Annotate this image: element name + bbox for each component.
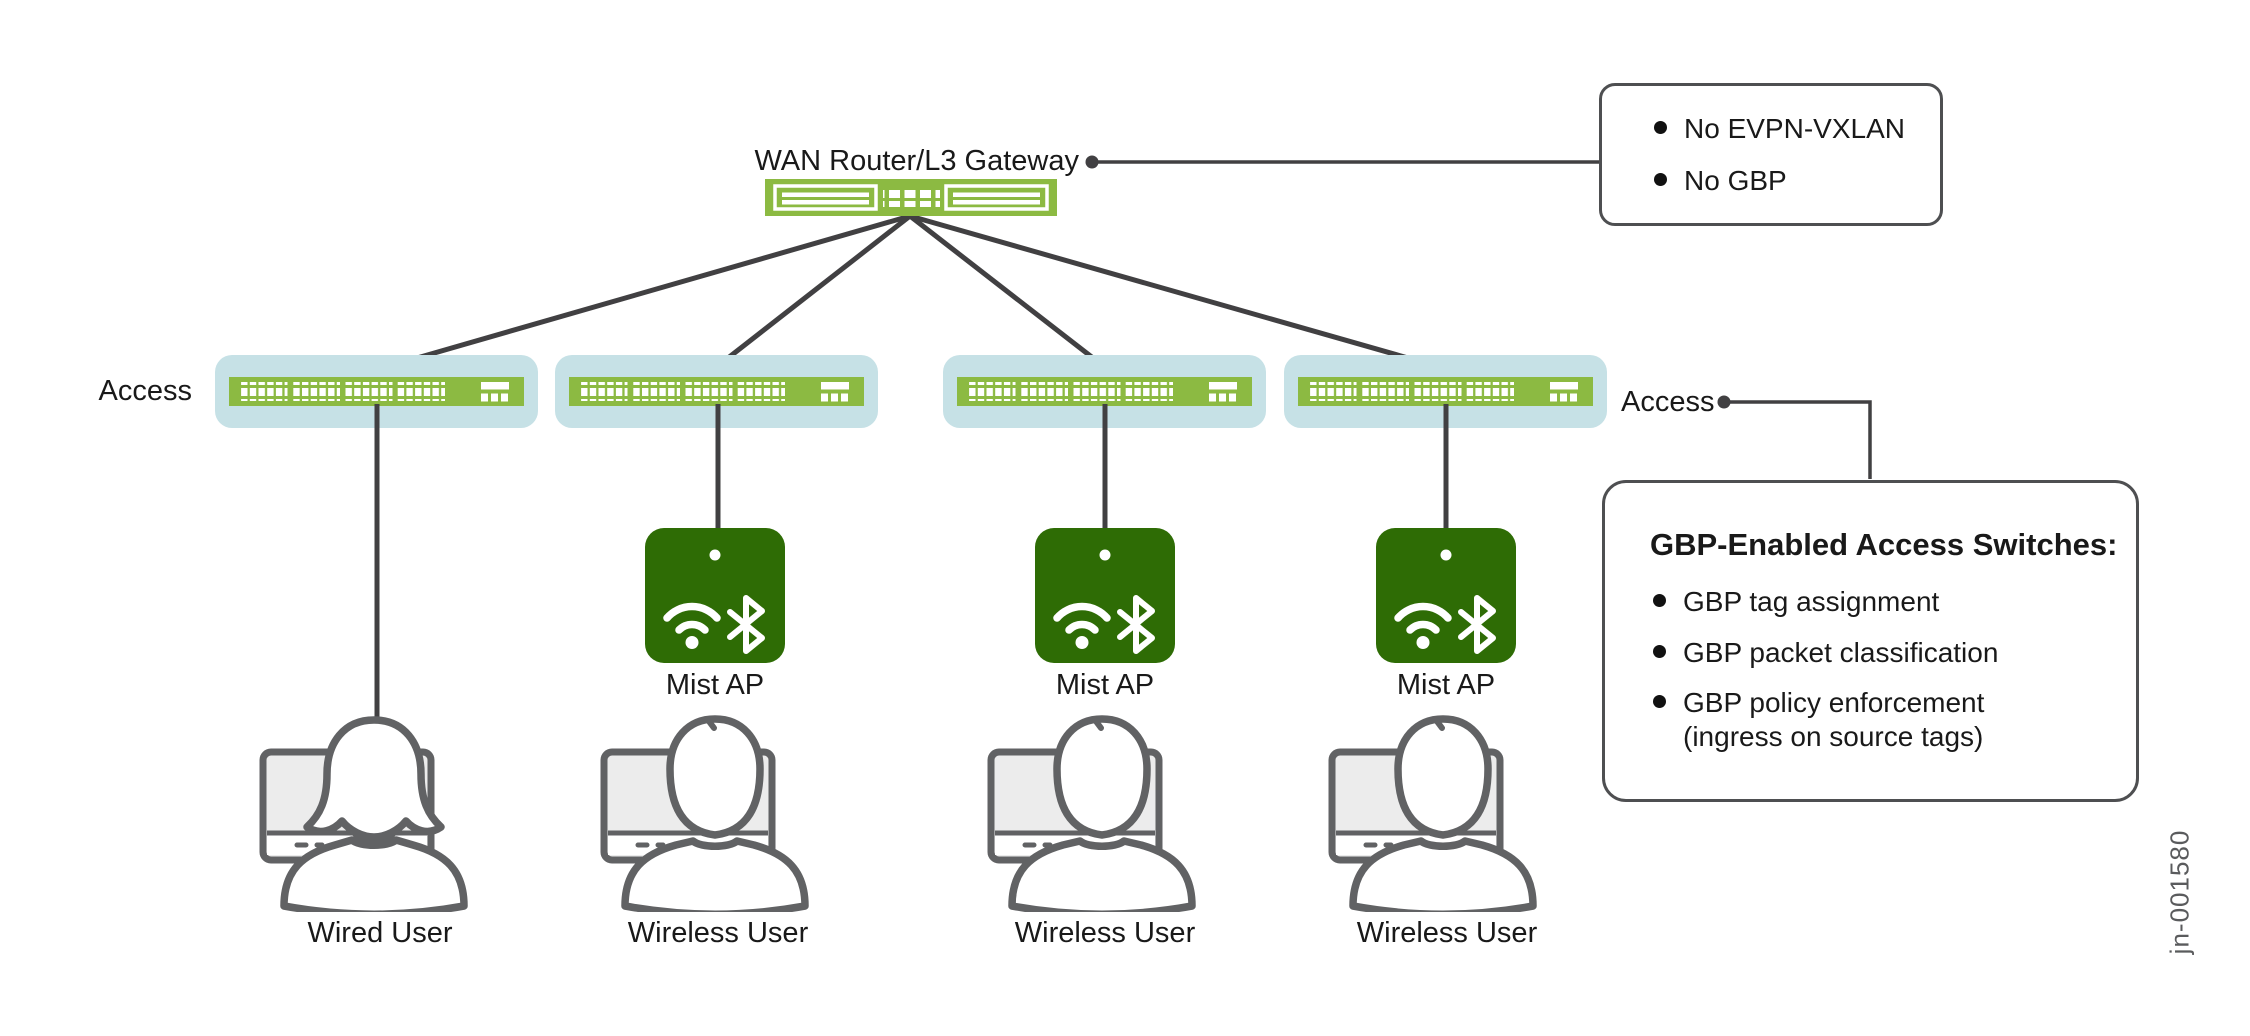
mist-ap-label-3: Mist AP	[1396, 669, 1496, 701]
wan-router-icon	[765, 179, 1057, 216]
user-label-2: Wireless User	[627, 917, 809, 949]
callout-item-text: GBP packet classification	[1683, 636, 1999, 668]
wired-user-icon	[259, 712, 469, 912]
user-label-1: Wired User	[307, 917, 453, 949]
wireless-user-icon-2	[987, 712, 1197, 912]
callout-item: GBP tag assignment	[1653, 585, 2106, 619]
user-label-3: Wireless User	[1014, 917, 1196, 949]
callout-item: GBP packet classification	[1653, 636, 2106, 670]
bullet-icon	[1653, 594, 1666, 607]
mist-ap-label-2: Mist AP	[1055, 669, 1155, 701]
mist-ap-label-1: Mist AP	[665, 669, 765, 701]
wan-router-label: WAN Router/L3 Gateway	[754, 145, 1080, 177]
callout-title: GBP-Enabled Access Switches:	[1650, 527, 2118, 562]
bullet-icon	[1654, 120, 1667, 134]
access-label-left: Access	[98, 375, 192, 407]
mist-ap-icon-1	[645, 528, 785, 663]
bullet-icon	[1653, 644, 1666, 658]
figure-id: jn-001580	[2164, 829, 2195, 955]
callout-item-text: No GBP	[1684, 164, 1787, 196]
mist-ap-icon-3	[1376, 528, 1516, 663]
callout-item: No EVPN-VXLAN	[1654, 112, 1940, 146]
access-label-right: Access	[1621, 386, 1715, 418]
wireless-user-icon-1	[600, 712, 810, 912]
callout-item: No GBP	[1654, 164, 1940, 198]
callout-item-line2: (ingress on source tags)	[1683, 720, 1984, 752]
callout-gbp-switches: GBP-Enabled Access Switches: GBP tag ass…	[1602, 480, 2139, 802]
wireless-user-icon-3	[1328, 712, 1538, 912]
access-switch-icon-4	[1284, 355, 1607, 428]
mist-ap-icon-2	[1035, 528, 1175, 663]
access-switch-icon-2	[555, 355, 878, 428]
callout-item-line1: GBP policy enforcement	[1683, 687, 1985, 719]
callout-item-text: GBP tag assignment	[1683, 586, 1940, 617]
callout-item: GBP policy enforcement(ingress on source…	[1653, 686, 2106, 753]
user-label-4: Wireless User	[1356, 917, 1538, 949]
access-switch-icon-1	[215, 355, 538, 428]
callout-no-evpn: No EVPN-VXLAN No GBP	[1599, 83, 1943, 226]
access-switch-icon-3	[943, 355, 1266, 428]
bullet-icon	[1653, 695, 1666, 709]
callout-item-text: GBP policy enforcement(ingress on source…	[1683, 686, 1984, 753]
bullet-icon	[1654, 172, 1667, 186]
callout-item-text: No EVPN-VXLAN	[1684, 112, 1905, 144]
uplink-line-group	[416, 213, 1409, 361]
